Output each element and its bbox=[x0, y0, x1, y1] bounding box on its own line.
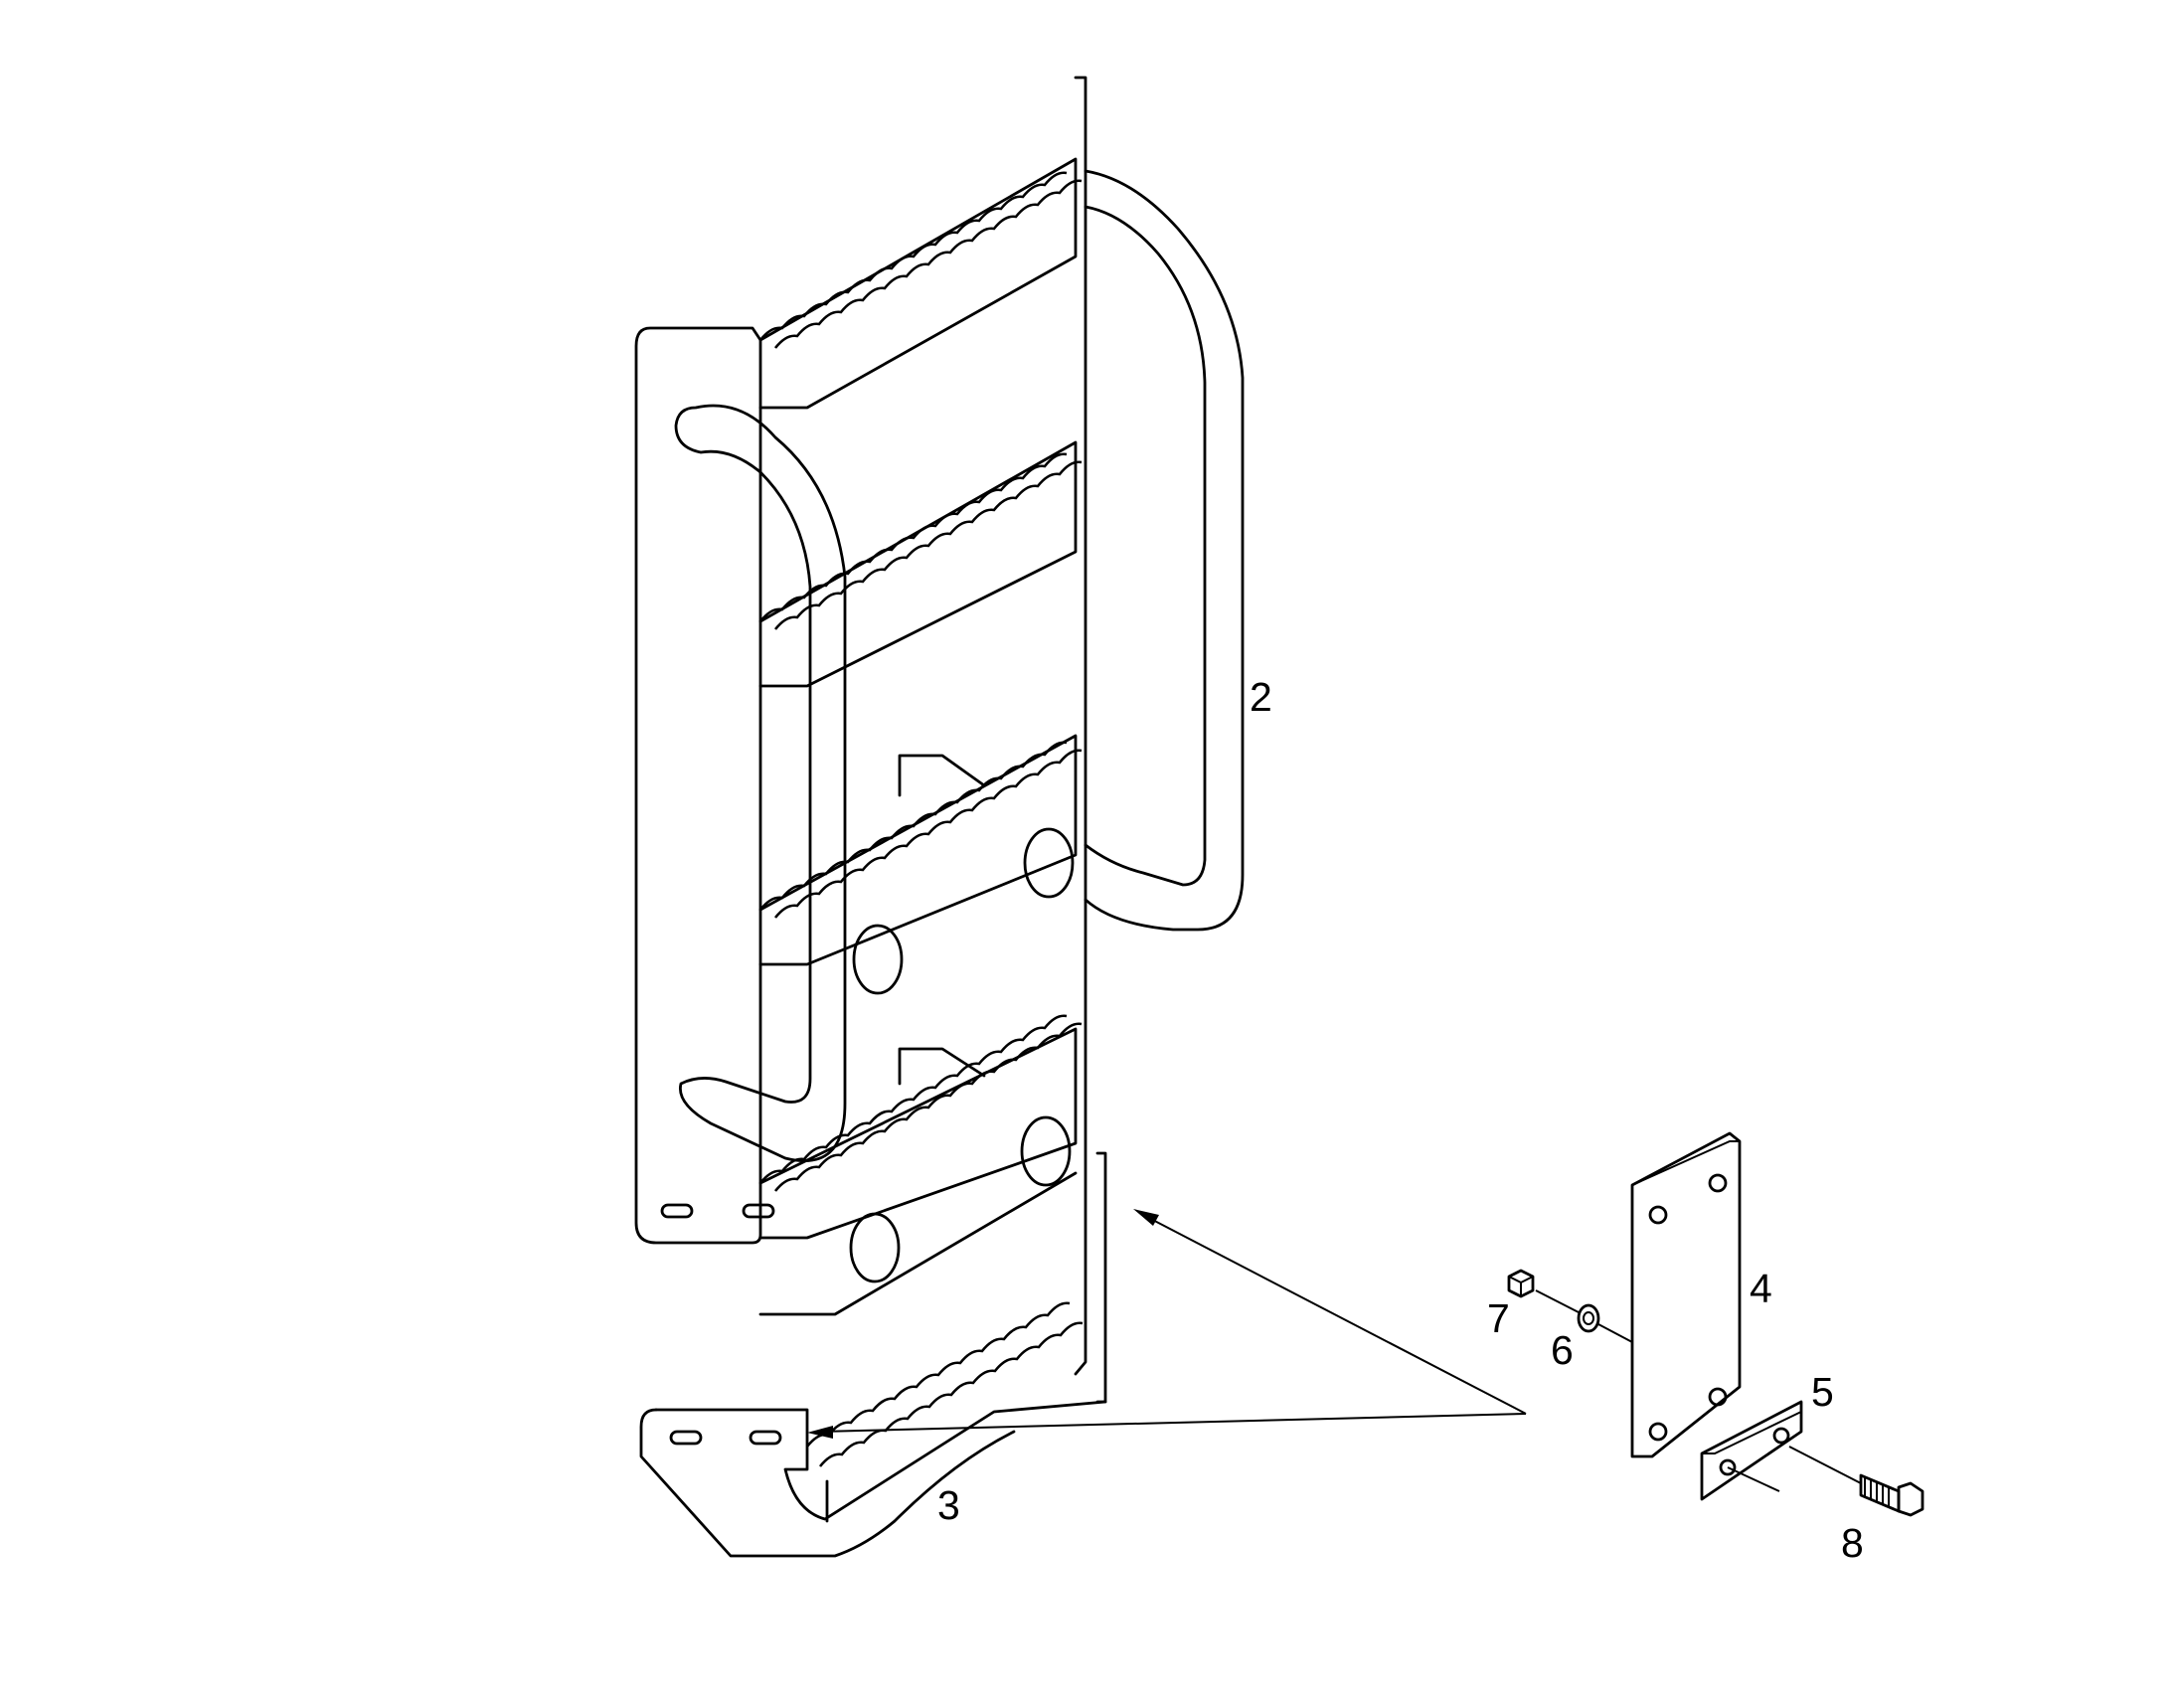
slot-hole bbox=[749, 1430, 782, 1446]
rear-flange bbox=[1074, 76, 1087, 1376]
backing-strip bbox=[1700, 1400, 1803, 1501]
assembly-lines bbox=[1535, 1289, 1862, 1492]
step-ladder-assembly bbox=[634, 76, 1245, 1376]
slot-hole bbox=[669, 1430, 703, 1446]
side-plate bbox=[634, 326, 762, 1245]
callout-6: 6 bbox=[1551, 1327, 1574, 1373]
step-tread bbox=[758, 734, 1083, 995]
step-tread bbox=[758, 157, 1083, 410]
mounting-plate bbox=[1630, 1131, 1742, 1458]
callout-7: 7 bbox=[1487, 1295, 1510, 1341]
nut bbox=[1507, 1269, 1535, 1298]
rear-handrail bbox=[1084, 169, 1245, 932]
step-tread bbox=[758, 1014, 1083, 1283]
washer bbox=[1577, 1303, 1600, 1333]
slot-hole bbox=[660, 1203, 694, 1219]
callout-2: 2 bbox=[1250, 674, 1272, 720]
callout-3: 3 bbox=[937, 1482, 960, 1528]
leader-lines bbox=[807, 1209, 1527, 1439]
plate-inner-edge bbox=[758, 1171, 1078, 1316]
lower-bracket bbox=[639, 1151, 1107, 1558]
front-handrail bbox=[674, 404, 847, 1163]
bolt bbox=[1859, 1473, 1924, 1517]
callout-5: 5 bbox=[1811, 1369, 1834, 1415]
callout-4: 4 bbox=[1750, 1266, 1772, 1311]
callout-8: 8 bbox=[1841, 1520, 1864, 1566]
slot-hole bbox=[742, 1203, 775, 1219]
